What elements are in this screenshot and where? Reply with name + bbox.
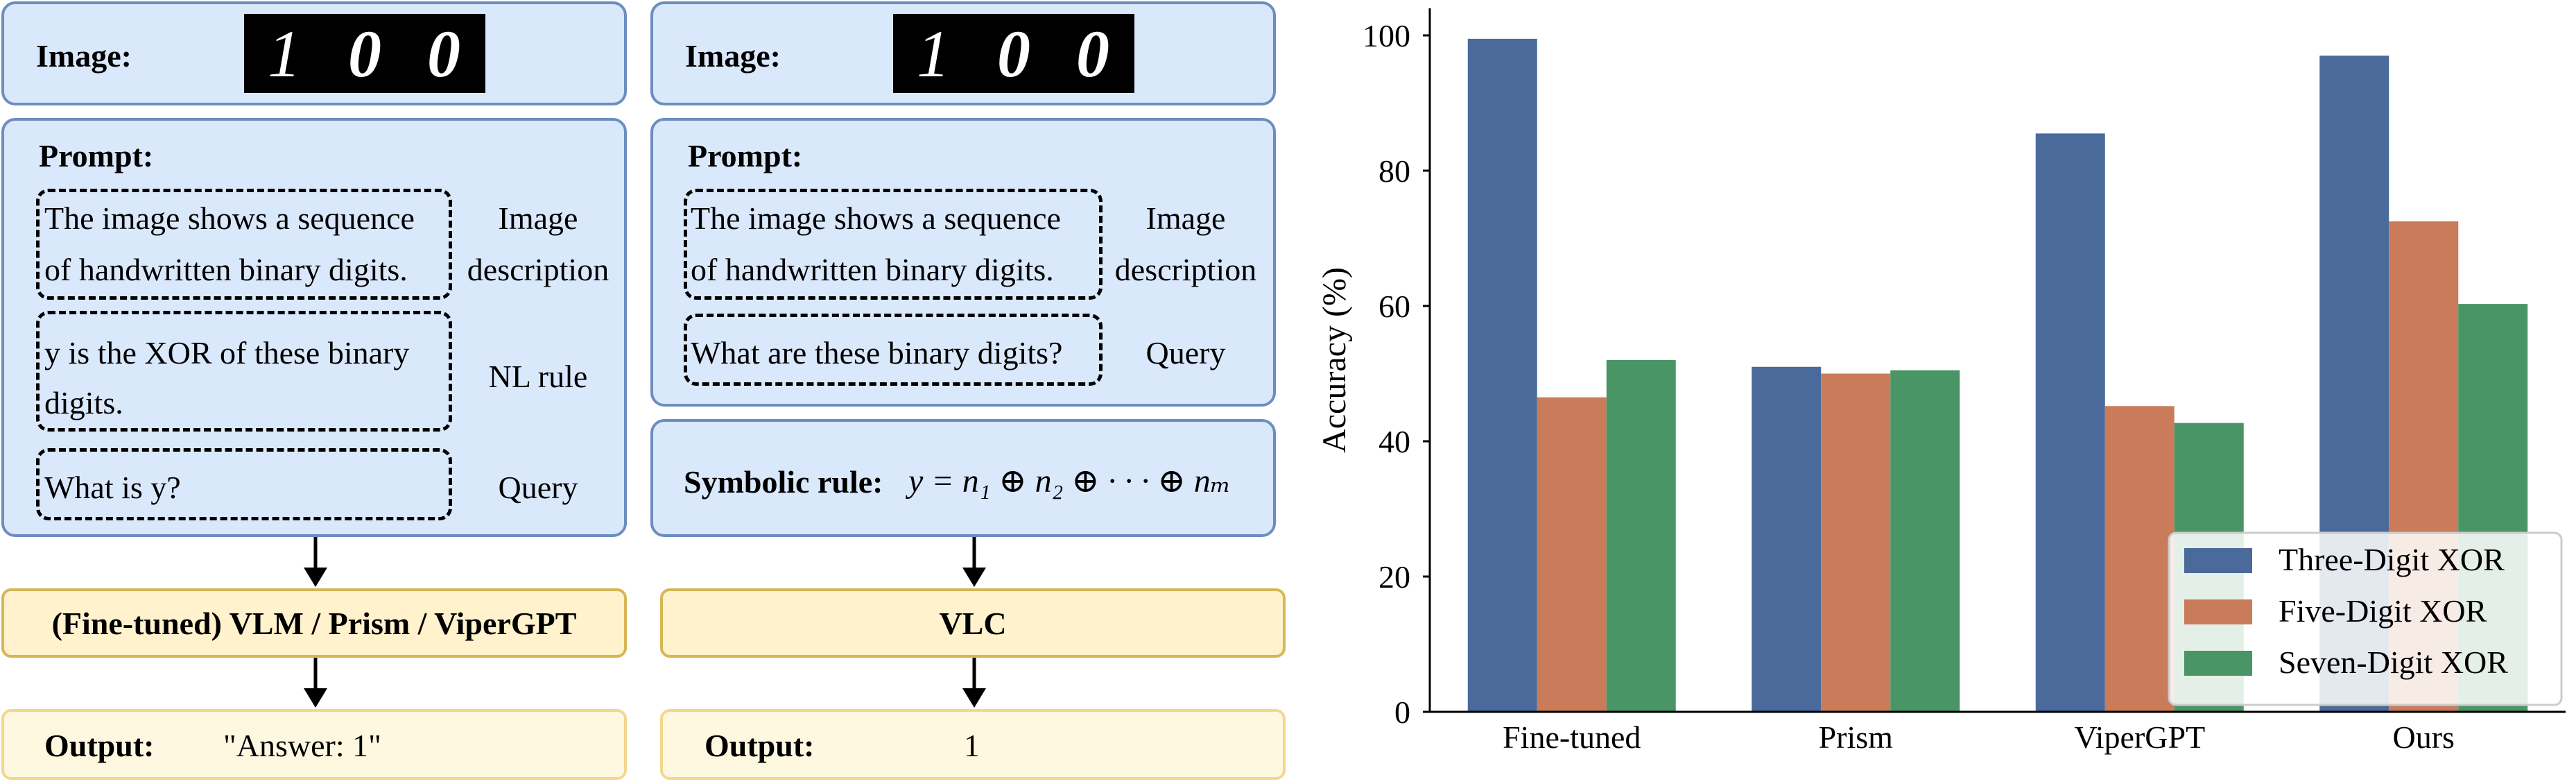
right-output-value: 1 xyxy=(964,728,980,763)
legend-swatch-2 xyxy=(2184,599,2252,624)
bar-vipergpt-series-1 xyxy=(2035,133,2105,712)
accuracy-bar-chart: Fine-tuned Prism ViperGPT Ours 0 20 40 60 80 100A… xyxy=(1316,8,2566,755)
left-tag-description: description xyxy=(467,252,610,287)
y-axis-label: Accuracy (%) xyxy=(1316,267,1353,453)
right-segment-description-line-2: of handwritten binary digits. xyxy=(691,252,1054,287)
left-prompt-box xyxy=(1,118,627,537)
handwritten-digits-graphic: 1 0 0 xyxy=(917,17,1109,91)
right-output-label: Output: xyxy=(704,728,815,763)
left-model-label: (Fine-tuned) VLM / Prism / ViperGPT xyxy=(51,606,577,641)
left-image-label: Image: xyxy=(36,38,132,74)
left-arrow-2 xyxy=(304,658,327,708)
bar-prism-series-1 xyxy=(1752,366,1822,712)
left-tag-image: Image xyxy=(498,201,578,236)
left-segment-nl-rule-line-2: digits. xyxy=(44,385,123,420)
bar-prism-series-3 xyxy=(1890,370,1960,712)
left-output-value: "Answer: 1" xyxy=(223,728,381,763)
left-prompt-label: Prompt: xyxy=(39,138,154,173)
right-segment-description-line-1: The image shows a sequence xyxy=(691,201,1061,236)
legend-swatch-3 xyxy=(2184,651,2252,676)
legend-label-1: Three-Digit XOR xyxy=(2279,542,2505,577)
digit-1: 0 xyxy=(348,17,381,91)
right-arrow-1 xyxy=(962,537,986,587)
y-tick-label: 60 xyxy=(1378,289,1410,324)
symbolic-rule-box xyxy=(650,419,1276,537)
left-tag-nl-rule: NL rule xyxy=(488,359,588,394)
bar-vipergpt-series-2 xyxy=(2104,406,2175,712)
y-tick-label: 0 xyxy=(1394,694,1410,730)
left-segment-description-line-2: of handwritten binary digits. xyxy=(44,252,408,287)
y-tick-label: 40 xyxy=(1378,424,1410,459)
symbolic-rule-label: Symbolic rule: xyxy=(684,464,883,500)
digit-2: 0 xyxy=(427,17,460,91)
right-tag-query: Query xyxy=(1146,335,1226,370)
bar-fine-tuned-series-1 xyxy=(1467,38,1537,712)
right-segment-description xyxy=(684,189,1103,300)
bar-fine-tuned-series-3 xyxy=(1606,360,1676,712)
left-segment-nl-rule xyxy=(36,311,452,432)
left-output-label: Output: xyxy=(44,728,155,763)
left-segment-query xyxy=(36,448,452,520)
right-output-box xyxy=(660,709,1286,780)
right-segment-query xyxy=(684,314,1103,386)
right-model-box xyxy=(660,588,1286,658)
y-tick-label: 100 xyxy=(1363,18,1410,53)
right-tag-image: Image xyxy=(1146,201,1226,236)
legend-box xyxy=(2168,531,2563,706)
digit-0: 1 xyxy=(917,17,950,91)
left-digit-image: 1 0 0 xyxy=(244,14,485,93)
left-tag-query: Query xyxy=(498,470,578,505)
right-arrow-2 xyxy=(962,658,986,708)
x-tick-label: Ours xyxy=(2393,719,2455,755)
bar-prism-series-2 xyxy=(1821,373,1891,712)
left-model-box xyxy=(1,588,627,658)
right-image-label: Image: xyxy=(685,38,781,74)
left-segment-nl-rule-line-1: y is the XOR of these binary xyxy=(44,335,410,370)
x-tick-label: Fine-tuned xyxy=(1503,719,1641,755)
symbolic-rule-formula: y = n₁ ⊕ n₂ ⊕ · · · ⊕ nₘ xyxy=(908,463,1231,500)
left-segment-query-text: What is y? xyxy=(44,470,181,505)
x-tick-label: Prism xyxy=(1819,719,1894,755)
right-tag-description: description xyxy=(1114,252,1257,287)
legend-swatch-1 xyxy=(2184,548,2252,573)
x-tick-label: ViperGPT xyxy=(2074,719,2205,755)
digit-1: 0 xyxy=(997,17,1030,91)
y-tick-label: 80 xyxy=(1378,153,1410,189)
handwritten-digits-graphic: 1 0 0 xyxy=(268,17,460,91)
legend-label-2: Five-Digit XOR xyxy=(2279,593,2487,629)
left-segment-description xyxy=(36,189,452,300)
left-arrow-1 xyxy=(304,537,327,587)
right-model-label: VLC xyxy=(939,606,1007,641)
right-segment-query-text: What are these binary digits? xyxy=(691,335,1063,370)
right-digit-image: 1 0 0 xyxy=(893,14,1134,93)
legend-label-3: Seven-Digit XOR xyxy=(2279,645,2508,680)
bar-fine-tuned-series-2 xyxy=(1537,397,1607,712)
right-prompt-box xyxy=(650,118,1276,407)
y-tick-label: 20 xyxy=(1378,559,1410,595)
digit-2: 0 xyxy=(1076,17,1109,91)
left-segment-description-line-1: The image shows a sequence xyxy=(44,201,415,236)
left-output-box xyxy=(1,709,627,780)
right-prompt-label: Prompt: xyxy=(688,138,803,173)
digit-0: 1 xyxy=(268,17,301,91)
